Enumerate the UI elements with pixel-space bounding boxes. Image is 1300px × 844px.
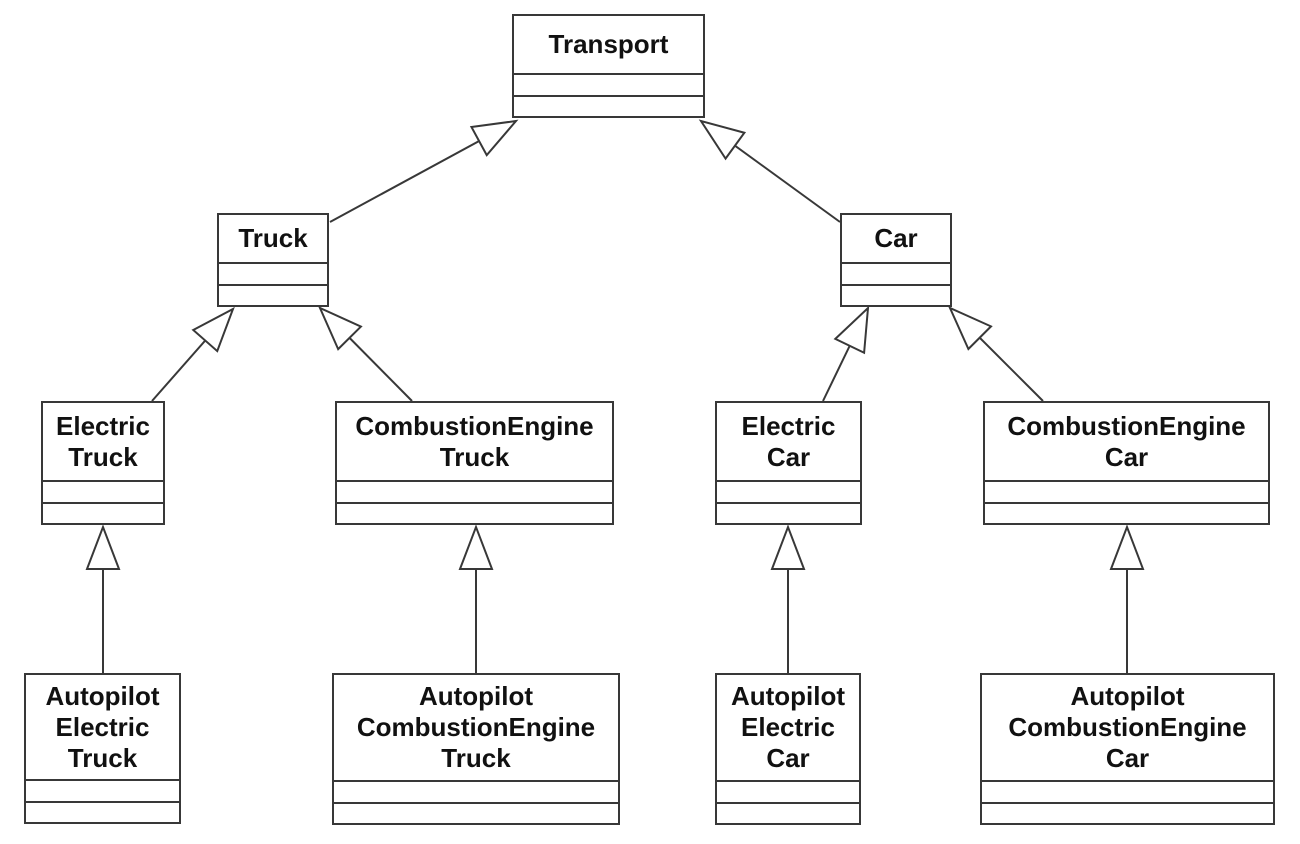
class-name: Autopilot Electric Car — [730, 681, 846, 773]
class-name: Car — [874, 223, 918, 253]
methods-compartment — [982, 802, 1273, 823]
class-name: CombustionEngine Truck — [355, 410, 594, 472]
class-box-electric-car: Electric Car — [715, 401, 862, 525]
arrow-combustion-engine-car-to-car — [948, 306, 1044, 402]
attributes-compartment — [26, 779, 179, 801]
class-name: CombustionEngine Car — [1007, 410, 1246, 472]
class-name: Electric Truck — [56, 410, 150, 472]
attributes-compartment — [514, 73, 703, 95]
attributes-compartment — [985, 480, 1268, 502]
arrow-electric-car-to-car — [822, 305, 870, 402]
attributes-compartment — [334, 780, 618, 802]
arrow-combustion-engine-truck-to-truck — [318, 306, 413, 402]
attributes-compartment — [842, 262, 950, 284]
attributes-compartment — [219, 262, 327, 284]
class-name: Electric Car — [741, 410, 836, 472]
attributes-compartment — [982, 780, 1273, 802]
class-box-car: Car — [840, 213, 952, 307]
attributes-compartment — [717, 780, 859, 802]
methods-compartment — [334, 802, 618, 823]
methods-compartment — [219, 284, 327, 305]
methods-compartment — [337, 502, 612, 523]
arrow-truck-to-transport — [329, 119, 519, 223]
class-box-combustion-engine-truck: CombustionEngine Truck — [335, 401, 614, 525]
class-box-combustion-engine-car: CombustionEngine Car — [983, 401, 1270, 525]
arrow-car-to-transport — [698, 119, 841, 223]
methods-compartment — [43, 502, 163, 523]
methods-compartment — [514, 95, 703, 116]
class-box-truck: Truck — [217, 213, 329, 307]
methods-compartment — [842, 284, 950, 305]
methods-compartment — [985, 502, 1268, 523]
class-name: Transport — [548, 29, 669, 59]
methods-compartment — [717, 802, 859, 823]
attributes-compartment — [717, 480, 860, 502]
class-name: Truck — [238, 223, 308, 253]
class-box-autopilot-combustion-engine-car: Autopilot CombustionEngine Car — [980, 673, 1275, 825]
class-box-autopilot-combustion-engine-truck: Autopilot CombustionEngine Truck — [332, 673, 620, 825]
attributes-compartment — [43, 480, 163, 502]
methods-compartment — [717, 502, 860, 523]
class-name: Autopilot CombustionEngine Truck — [356, 681, 596, 773]
class-box-autopilot-electric-car: Autopilot Electric Car — [715, 673, 861, 825]
attributes-compartment — [337, 480, 612, 502]
methods-compartment — [26, 801, 179, 822]
class-name: Autopilot CombustionEngine Car — [1008, 681, 1247, 773]
class-name: Autopilot Electric Truck — [45, 680, 160, 773]
class-box-transport: Transport — [512, 14, 705, 118]
class-box-autopilot-electric-truck: Autopilot Electric Truck — [24, 673, 181, 824]
class-box-electric-truck: Electric Truck — [41, 401, 165, 525]
arrow-electric-truck-to-truck — [151, 306, 235, 402]
